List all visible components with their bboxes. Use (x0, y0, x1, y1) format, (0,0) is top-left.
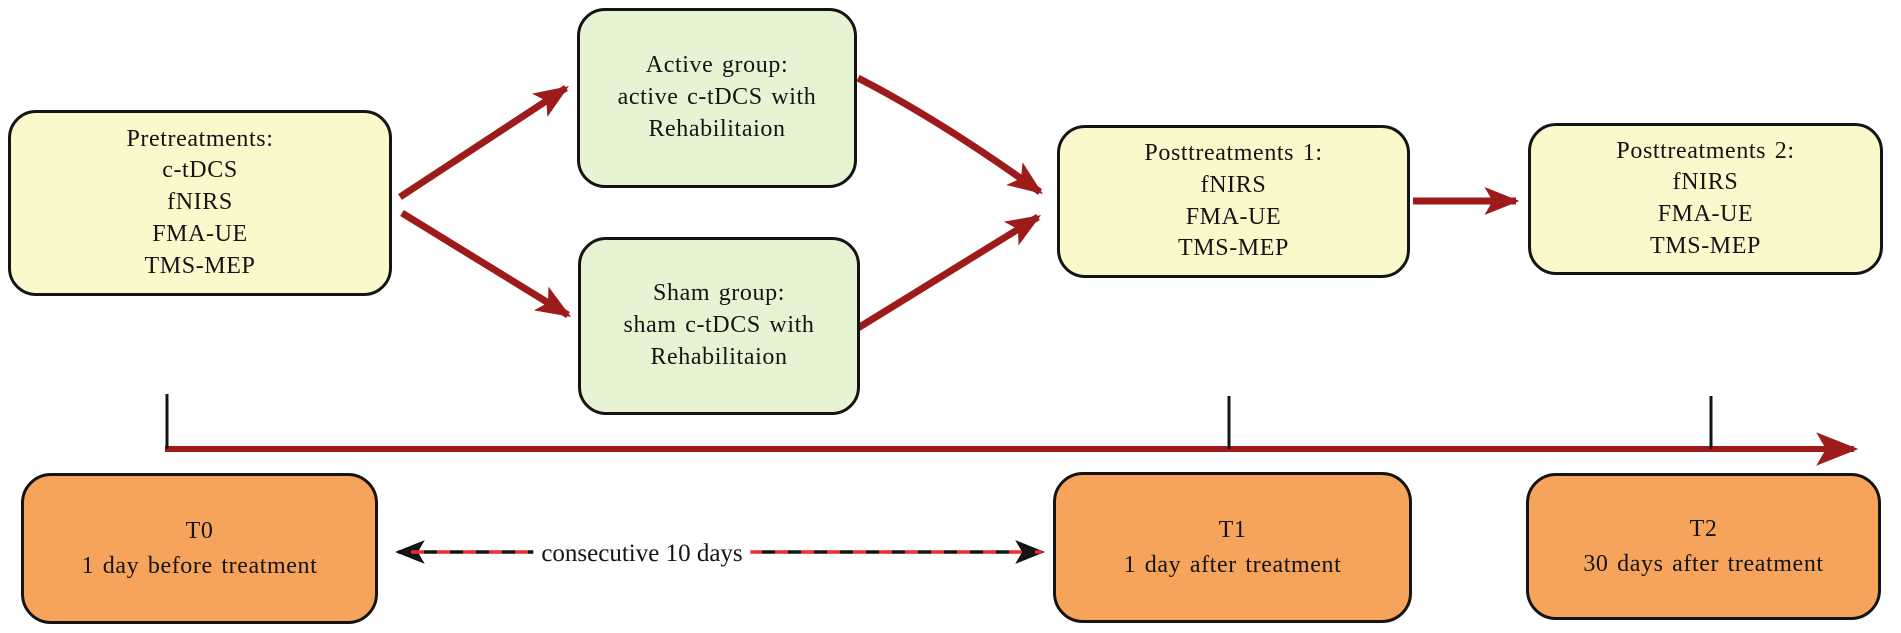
t0-description: 1 day before treatment (81, 552, 318, 579)
sham-group-title: Sham group: (653, 280, 785, 307)
t2-label: T2 (1689, 515, 1718, 542)
sham-group-line: sham c-tDCS with (623, 312, 815, 339)
active-group-line: Rehabilitaion (648, 115, 786, 142)
sham-group-box: Sham group: sham c-tDCS with Rehabilitai… (578, 237, 860, 415)
posttreatments2-item: fNIRS (1672, 169, 1739, 196)
pretreatments-item: fNIRS (167, 189, 233, 216)
active-group-line: active c-tDCS with (617, 84, 817, 111)
active-group-box: Active group: active c-tDCS with Rehabil… (577, 8, 857, 188)
posttreatments2-item: FMA-UE (1657, 201, 1754, 227)
pretreatments-item: c-tDCS (162, 157, 238, 184)
posttreatments1-item: TMS-MEP (1178, 235, 1289, 262)
posttreatments2-title: Posttreatments 2: (1616, 137, 1795, 164)
posttreatments1-item: FMA-UE (1185, 203, 1282, 230)
timepoint-t1-box: T1 1 day after treatment (1053, 472, 1412, 623)
posttreatments1-item: fNIRS (1200, 171, 1267, 198)
arrow-sham-to-post1 (856, 214, 1041, 331)
posttreatments2-item: TMS-MEP (1650, 232, 1761, 259)
arrow-pretreatments-to-active (398, 85, 569, 200)
active-group-title: Active group: (645, 52, 789, 79)
timepoint-t0-box: T0 1 day before treatment (21, 473, 378, 624)
posttreatments1-box: Posttreatments 1: fNIRS FMA-UE TMS-MEP (1057, 125, 1410, 278)
consecutive-days-label: consecutive 10 days (533, 540, 751, 568)
posttreatments1-title: Posttreatments 1: (1144, 140, 1323, 167)
arrow-active-to-post1 (856, 74, 1043, 195)
posttreatments2-box: Posttreatments 2: fNIRS FMA-UE TMS-MEP (1528, 123, 1883, 275)
pretreatments-item: TMS-MEP (144, 252, 256, 279)
sham-group-line: Rehabilitaion (650, 343, 788, 370)
t0-label: T0 (185, 517, 214, 544)
t1-label: T1 (1218, 516, 1247, 543)
pretreatments-box: Pretreatments: c-tDCS fNIRS FMA-UE TMS-M… (8, 110, 392, 296)
timepoint-t2-box: T2 30 days after treatment (1526, 473, 1881, 620)
t2-description: 30 days after treatment (1583, 550, 1824, 577)
t1-description: 1 day after treatment (1123, 551, 1342, 578)
pretreatments-title: Pretreatments: (126, 125, 274, 152)
pretreatments-item: FMA-UE (152, 220, 248, 247)
arrow-pretreatments-to-sham (400, 210, 571, 318)
